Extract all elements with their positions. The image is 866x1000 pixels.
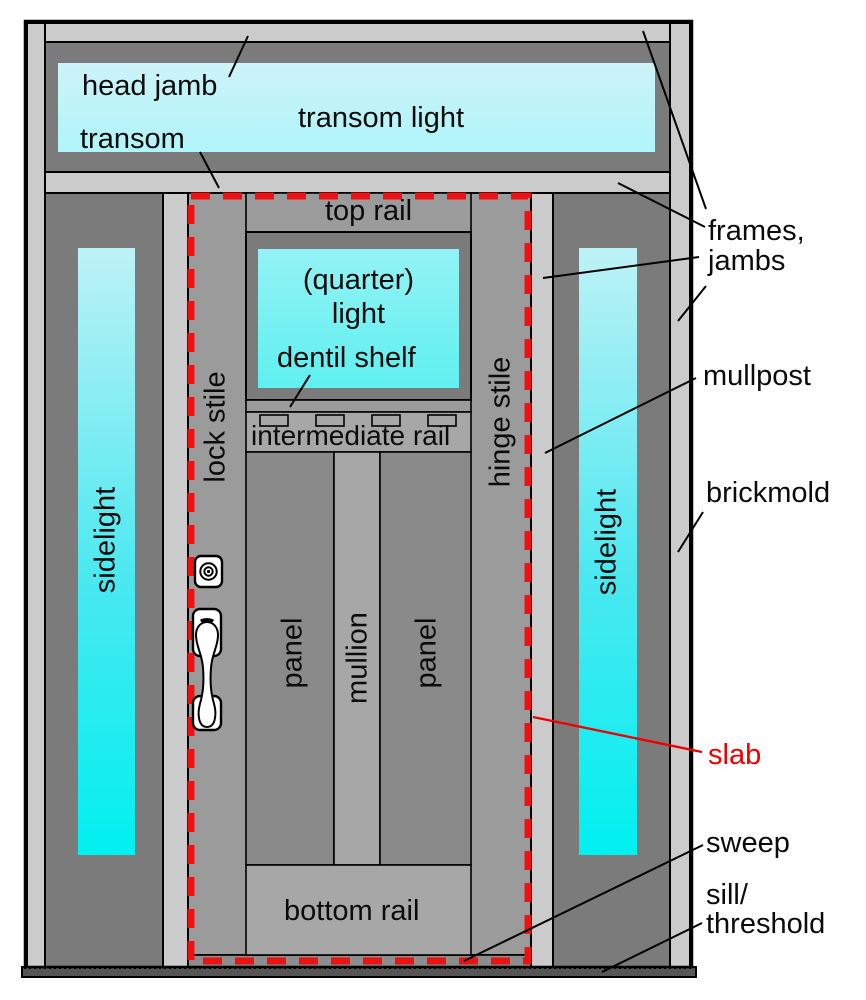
transom-light-glass (58, 63, 655, 152)
label-hinge-stile: hinge stile (484, 356, 517, 488)
dentil-shelf (245, 399, 472, 413)
head-jamb-band (44, 22, 671, 43)
label-brickmold: brickmold (706, 477, 831, 509)
mullion (333, 451, 381, 866)
label-jambs: jambs (708, 245, 786, 277)
brickmold-right (669, 22, 691, 968)
label-lock-stile: lock stile (199, 371, 232, 483)
dentil-block (427, 414, 457, 427)
sidelight-left-glass (78, 248, 135, 855)
label-sweep: sweep (706, 827, 790, 859)
mullpost-left (162, 192, 189, 968)
label-transom-light: transom light (298, 102, 465, 134)
label-sill-threshold: sill/ threshold (706, 881, 825, 939)
leader-transom (199, 151, 220, 189)
label-quarter-light-line1: (quarter) (302, 264, 415, 296)
leader-mullpost (544, 377, 697, 454)
label-sidelight-left: sidelight (89, 486, 122, 594)
brickmold-left (26, 22, 46, 968)
deadbolt-lock-icon (193, 554, 224, 589)
leader-frames-top (642, 30, 707, 210)
label-sill-line2: threshold (706, 908, 826, 940)
dentil-block (315, 414, 345, 427)
leader-frames-transom (617, 182, 706, 228)
dentil-block (371, 414, 401, 427)
label-sidelight-right: sidelight (590, 488, 623, 596)
mullpost-right (530, 192, 554, 968)
assembly-outline (23, 19, 694, 969)
transom-band (44, 171, 671, 194)
leader-head-jamb (228, 35, 249, 78)
bottom-rail (245, 864, 472, 956)
panel-left (245, 451, 335, 866)
leader-brickmold (677, 511, 704, 553)
door-handle-icon (191, 607, 223, 732)
label-mullpost: mullpost (703, 360, 811, 392)
leader-jambs (542, 256, 700, 279)
dentil-block (259, 414, 289, 427)
label-intermediate-rail: intermediate rail (251, 420, 451, 451)
leader-dentil-shelf (289, 374, 311, 408)
label-quarter-light-line2: light (331, 298, 386, 330)
sidelight-right-glass (579, 248, 637, 855)
label-quarter-light: (quarter) light (250, 263, 467, 331)
label-bottom-rail: bottom rail (284, 895, 420, 927)
label-frames: frames, (708, 215, 805, 247)
leader-slab (532, 715, 703, 754)
label-transom: transom (80, 123, 185, 155)
label-top-rail: top rail (325, 195, 413, 227)
leader-sweep (463, 844, 704, 962)
leader-sill (601, 922, 703, 973)
label-panel-right: panel (410, 617, 443, 689)
label-dentil-shelf: dentil shelf (277, 342, 416, 374)
label-slab: slab (708, 739, 762, 771)
label-mullion: mullion (341, 612, 374, 704)
quarter-light-glass (258, 249, 459, 388)
slab-dashed-outline (187, 192, 532, 965)
label-head-jamb: head jamb (82, 70, 218, 102)
leader-jambs-short (677, 285, 707, 322)
label-panel-left: panel (276, 617, 309, 689)
label-sill-line1: sill/ (706, 879, 748, 911)
panel-right (379, 451, 472, 866)
